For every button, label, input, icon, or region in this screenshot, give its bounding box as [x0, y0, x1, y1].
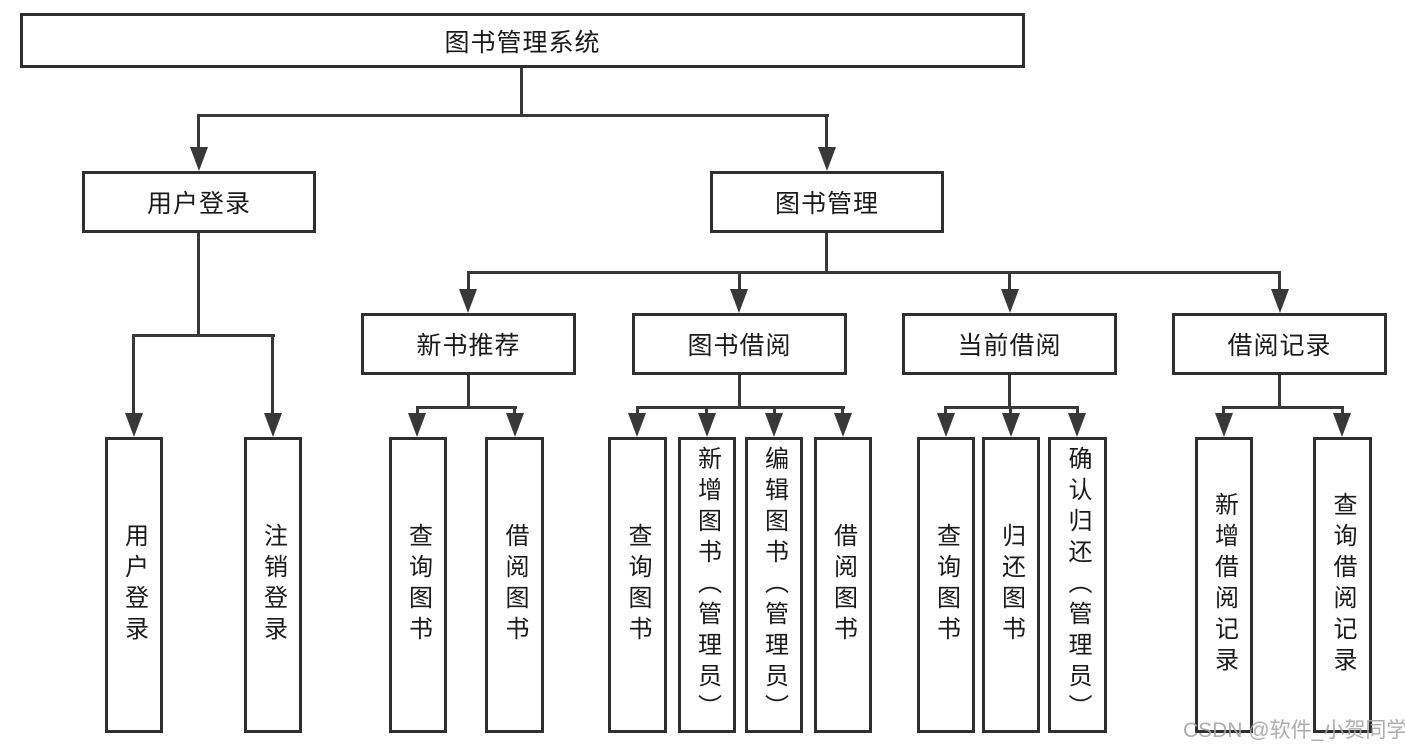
- leaf-confirm-return-admin-label: 确认归还（管理员）: [1064, 445, 1091, 725]
- leaf-edit-book-admin-label: 编辑图书（管理员）: [760, 445, 788, 725]
- node-new-book-recommend: 新书推荐: [361, 313, 576, 375]
- node-current-borrow: 当前借阅: [902, 313, 1117, 375]
- connector-vline: [132, 334, 135, 417]
- arrow-down-icon: [1333, 413, 1351, 437]
- leaf-edit-book-admin: 编辑图书（管理员）: [745, 437, 803, 733]
- leaf-user-login: 用户登录: [105, 437, 163, 733]
- connector-vline: [841, 406, 844, 417]
- node-library-system: 图书管理系统: [20, 13, 1025, 68]
- connector-vline: [1278, 271, 1281, 293]
- leaf-query-books-borrow-label: 查询图书: [624, 523, 651, 647]
- connector-vline: [520, 68, 523, 117]
- leaf-query-borrow-record-label: 查询借阅记录: [1329, 492, 1356, 678]
- leaf-query-books-recommend-label: 查询图书: [404, 523, 432, 647]
- arrow-down-icon: [730, 289, 748, 313]
- leaf-query-books-recommend: 查询图书: [389, 437, 447, 733]
- connector-vline: [1341, 406, 1344, 417]
- connector-vline: [1076, 406, 1079, 417]
- connector-vline: [1222, 406, 1225, 417]
- node-book-management-label: 图书管理: [774, 190, 879, 218]
- connector-vline: [197, 233, 200, 337]
- leaf-user-login-label: 用户登录: [120, 523, 148, 647]
- arrow-down-icon: [1271, 289, 1289, 313]
- connector-hline: [197, 114, 829, 117]
- connector-hline: [636, 406, 845, 409]
- arrow-down-icon: [459, 289, 477, 313]
- leaf-borrow-books-recommend: 借阅图书: [485, 437, 544, 733]
- node-user-login: 用户登录: [82, 171, 316, 233]
- arrow-down-icon: [190, 147, 208, 171]
- connector-vline: [467, 271, 470, 293]
- node-book-borrow: 图书借阅: [632, 313, 847, 375]
- connector-vline: [1009, 406, 1012, 417]
- arrow-down-icon: [1002, 413, 1020, 437]
- connector-hline: [1222, 406, 1344, 409]
- connector-vline: [467, 375, 470, 409]
- node-new-book-recommend-label: 新书推荐: [416, 332, 521, 360]
- arrow-down-icon: [1068, 413, 1086, 437]
- node-user-login-label: 用户登录: [146, 190, 251, 218]
- arrow-down-icon: [1001, 289, 1019, 313]
- leaf-logout: 注销登录: [244, 437, 302, 733]
- connector-vline: [1008, 271, 1011, 293]
- arrow-down-icon: [408, 413, 426, 437]
- node-borrow-records: 借阅记录: [1172, 313, 1387, 375]
- arrow-down-icon: [1215, 413, 1233, 437]
- connector-vline: [271, 334, 274, 417]
- node-library-system-label: 图书管理系统: [444, 28, 601, 57]
- connector-vline: [773, 406, 776, 417]
- leaf-return-books: 归还图书: [982, 437, 1040, 733]
- connector-vline: [197, 114, 200, 151]
- connector-vline: [825, 233, 828, 274]
- leaf-query-books-current-label: 查询图书: [932, 523, 960, 647]
- arrow-down-icon: [818, 147, 836, 171]
- node-book-borrow-label: 图书借阅: [687, 332, 792, 360]
- leaf-return-books-label: 归还图书: [997, 523, 1025, 647]
- leaf-query-borrow-record: 查询借阅记录: [1313, 437, 1372, 733]
- leaf-add-borrow-record-label: 新增借阅记录: [1210, 492, 1238, 678]
- csdn-watermark: CSDN @软件_小贺同学: [1183, 719, 1405, 742]
- arrow-down-icon: [765, 413, 783, 437]
- connector-vline: [513, 406, 516, 417]
- connector-vline: [738, 271, 741, 293]
- connector-vline: [738, 375, 741, 409]
- connector-vline: [636, 406, 639, 417]
- arrow-down-icon: [834, 413, 852, 437]
- leaf-query-books-current: 查询图书: [917, 437, 975, 733]
- arrow-down-icon: [125, 413, 143, 437]
- arrow-down-icon: [628, 413, 646, 437]
- connector-hline: [416, 406, 517, 409]
- leaf-borrow-books-label: 借阅图书: [829, 523, 857, 647]
- leaf-logout-label: 注销登录: [259, 523, 287, 647]
- arrow-down-icon: [698, 413, 716, 437]
- node-current-borrow-label: 当前借阅: [957, 332, 1062, 360]
- connector-vline: [1278, 375, 1281, 409]
- leaf-query-books-borrow: 查询图书: [608, 437, 667, 733]
- connector-hline: [467, 271, 1281, 274]
- node-book-management: 图书管理: [710, 171, 944, 233]
- leaf-confirm-return-admin: 确认归还（管理员）: [1048, 437, 1107, 733]
- connector-vline: [1008, 375, 1011, 409]
- arrow-down-icon: [937, 413, 955, 437]
- node-borrow-records-label: 借阅记录: [1227, 332, 1332, 360]
- connector-vline: [944, 406, 947, 417]
- leaf-borrow-books: 借阅图书: [814, 437, 872, 733]
- connector-hline: [132, 334, 275, 337]
- connector-vline: [416, 406, 419, 417]
- arrow-down-icon: [506, 413, 524, 437]
- leaf-add-book-admin: 新增图书（管理员）: [678, 437, 736, 733]
- connector-vline: [825, 114, 828, 151]
- leaf-add-book-admin-label: 新增图书（管理员）: [693, 445, 721, 725]
- leaf-borrow-books-recommend-label: 借阅图书: [501, 523, 528, 647]
- leaf-add-borrow-record: 新增借阅记录: [1195, 437, 1253, 733]
- arrow-down-icon: [264, 413, 282, 437]
- connector-vline: [705, 406, 708, 417]
